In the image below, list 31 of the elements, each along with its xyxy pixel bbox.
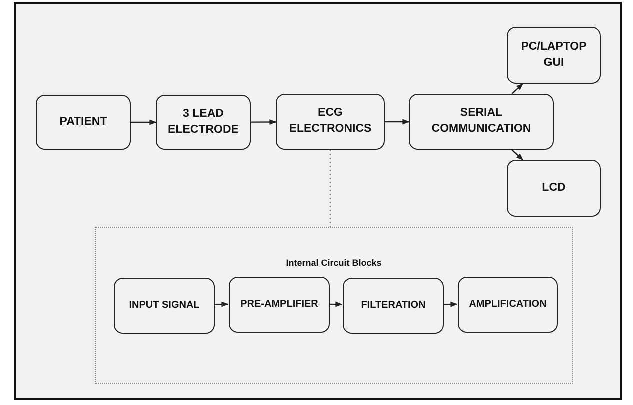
box-label: PC/LAPTOP GUI [520,40,588,70]
process-box [458,277,558,333]
process-box [156,95,251,150]
box-label: SERIAL COMMUNICATION [430,106,532,137]
arrow [443,302,458,308]
connector-line [330,150,332,227]
group-title: Internal Circuit Blocks [285,258,383,268]
arrow [329,302,343,308]
arrow [512,84,524,94]
box-label: ECG ELECTRONICS [288,106,373,137]
box-label: INPUT SIGNAL [128,299,201,313]
arrow [385,119,410,125]
process-box [114,278,215,334]
box-label: FILTERATION [360,299,427,313]
process-box [507,27,601,84]
box-label: AMPLIFICATION [468,298,548,312]
group-frame [95,227,573,384]
process-box [507,160,601,217]
box-label: PRE-AMPLIFIER [240,298,320,312]
process-box [229,277,330,333]
process-box [343,278,444,334]
arrow [214,302,229,308]
process-box [276,94,385,150]
arrow [131,120,157,126]
box-label: LCD [541,180,567,196]
process-box [36,95,131,150]
arrow [251,119,277,126]
box-label: 3 LEAD ELECTRODE [167,106,240,138]
process-box [409,94,554,150]
box-label: PATIENT [58,114,108,130]
arrow [512,150,524,160]
